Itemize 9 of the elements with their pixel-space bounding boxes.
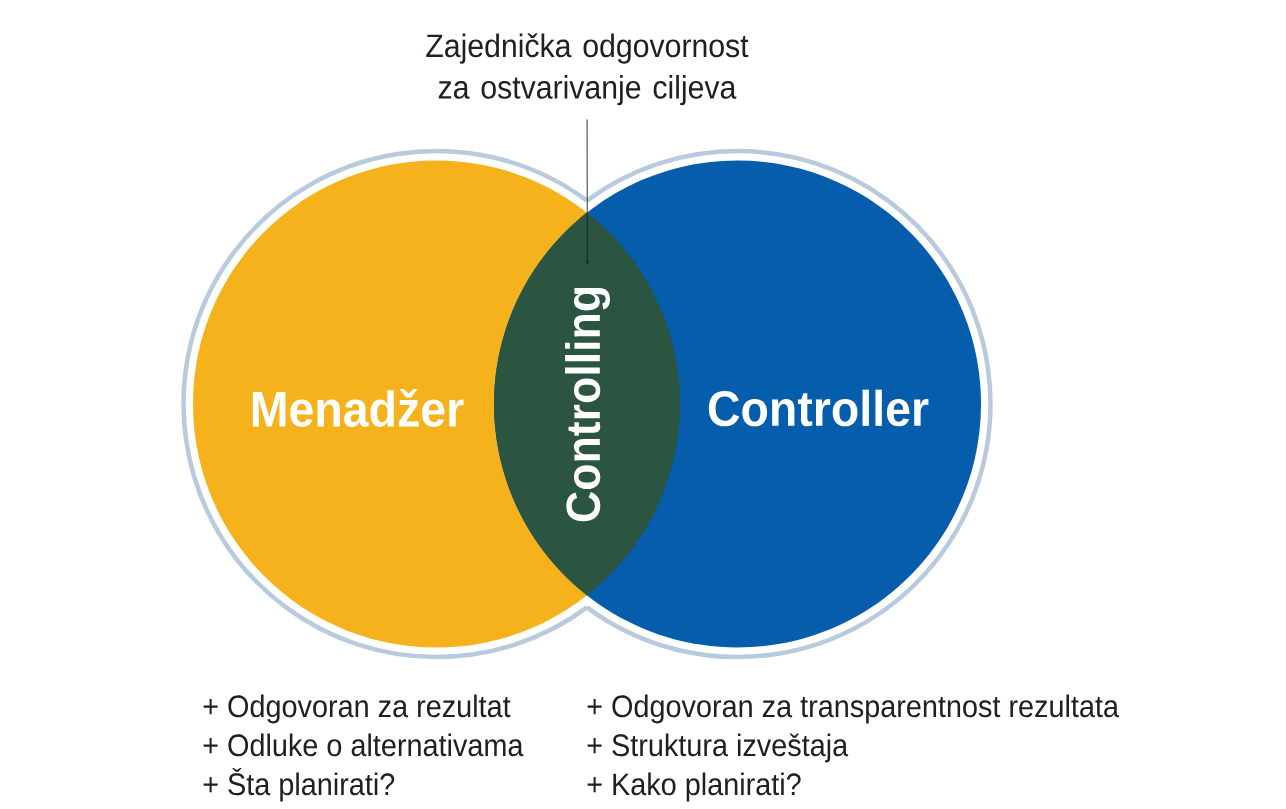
leader-line xyxy=(585,119,589,265)
list-item: + Odgovoran za rezultat xyxy=(203,694,511,724)
list-item: + Odgovoran za transparentnost rezultata xyxy=(587,694,1119,724)
list-item: + Kako planirati? xyxy=(587,772,801,802)
list-item: + Odluke o alternativama xyxy=(203,733,524,757)
overlap-lens: Controlling xyxy=(494,212,680,596)
list-item: + Šta planirati? xyxy=(203,767,395,802)
list-item: + Struktura izveštaja xyxy=(587,733,849,763)
annotation-text: Zajednička odgovornost za ostvarivanje ciljeva xyxy=(426,33,749,106)
